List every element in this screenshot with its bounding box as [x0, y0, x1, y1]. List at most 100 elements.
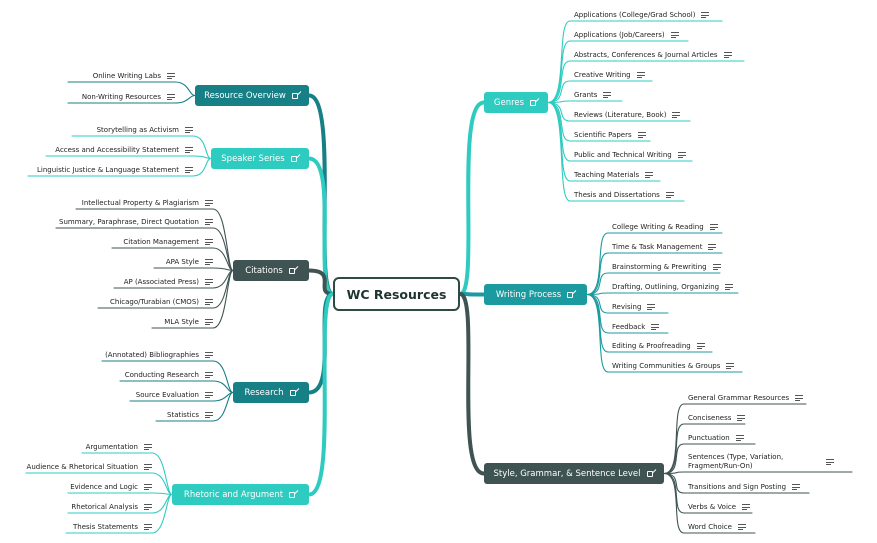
notes-icon[interactable]	[167, 73, 175, 79]
leaf-topic[interactable]: Summary, Paraphrase, Direct Quotation	[59, 216, 219, 228]
leaf-topic[interactable]: Brainstorming & Prewriting	[612, 261, 727, 273]
leaf-topic[interactable]: Reviews (Literature, Book)	[574, 109, 686, 121]
notes-icon[interactable]	[825, 459, 834, 465]
leaf-topic[interactable]: APA Style	[166, 256, 219, 268]
leaf-topic[interactable]: AP (Associated Press)	[124, 276, 219, 288]
leaf-topic[interactable]: Applications (Job/Careers)	[574, 29, 685, 41]
notes-icon[interactable]	[185, 127, 193, 133]
leaf-topic[interactable]: Linguistic Justice & Language Statement	[37, 164, 199, 176]
notes-icon[interactable]	[205, 239, 213, 245]
leaf-topic[interactable]: Intellectual Property & Plagiarism	[82, 197, 219, 209]
branch-style[interactable]: Style, Grammar, & Sentence Level	[484, 463, 664, 484]
leaf-topic[interactable]: Word Choice	[688, 521, 752, 533]
leaf-topic[interactable]: Time & Task Management	[612, 241, 722, 253]
leaf-topic[interactable]: (Annotated) Bibliographies	[105, 349, 219, 361]
leaf-topic[interactable]: Access and Accessibility Statement	[55, 144, 199, 156]
notes-icon[interactable]	[205, 372, 213, 378]
notes-icon[interactable]	[647, 304, 656, 310]
leaf-topic[interactable]: Punctuation	[688, 432, 750, 444]
notes-icon[interactable]	[735, 435, 744, 441]
leaf-topic[interactable]: Conducting Research	[125, 369, 219, 381]
notes-icon[interactable]	[144, 444, 152, 450]
external-link-icon[interactable]	[289, 489, 299, 499]
external-link-icon[interactable]	[288, 265, 299, 275]
notes-icon[interactable]	[726, 363, 735, 369]
branch-resource-overview[interactable]: Resource Overview	[195, 85, 309, 106]
branch-writing-process[interactable]: Writing Process	[484, 284, 587, 305]
leaf-topic[interactable]: Non-Writing Resources	[82, 91, 181, 103]
external-link-icon[interactable]	[646, 468, 656, 478]
notes-icon[interactable]	[723, 52, 732, 58]
notes-icon[interactable]	[167, 94, 175, 100]
notes-icon[interactable]	[672, 112, 681, 118]
leaf-topic[interactable]: Feedback	[612, 321, 665, 333]
leaf-topic[interactable]: Abstracts, Conferences & Journal Article…	[574, 49, 738, 61]
leaf-topic[interactable]: Editing & Proofreading	[612, 340, 711, 352]
leaf-topic[interactable]: Revising	[612, 301, 661, 313]
notes-icon[interactable]	[636, 72, 645, 78]
notes-icon[interactable]	[696, 343, 705, 349]
leaf-topic[interactable]: Writing Communities & Groups	[612, 360, 740, 372]
notes-icon[interactable]	[645, 172, 654, 178]
notes-icon[interactable]	[205, 299, 213, 305]
notes-icon[interactable]	[205, 279, 213, 285]
notes-icon[interactable]	[144, 464, 152, 470]
branch-speaker-series[interactable]: Speaker Series	[211, 148, 309, 169]
leaf-topic[interactable]: Thesis and Dissertations	[574, 189, 680, 201]
notes-icon[interactable]	[651, 324, 660, 330]
leaf-topic[interactable]: Citation Management	[123, 236, 219, 248]
notes-icon[interactable]	[603, 92, 612, 98]
leaf-topic[interactable]: Statistics	[167, 409, 219, 421]
notes-icon[interactable]	[205, 319, 213, 325]
external-link-icon[interactable]	[291, 90, 302, 100]
central-topic[interactable]: WC Resources	[333, 277, 460, 311]
external-link-icon[interactable]	[290, 153, 301, 163]
leaf-topic[interactable]: Creative Writing	[574, 69, 651, 81]
leaf-topic[interactable]: Verbs & Voice	[688, 501, 756, 513]
notes-icon[interactable]	[205, 352, 213, 358]
leaf-topic[interactable]: General Grammar Resources	[688, 392, 809, 404]
leaf-topic[interactable]: MLA Style	[164, 316, 219, 328]
notes-icon[interactable]	[205, 412, 213, 418]
leaf-topic[interactable]: Online Writing Labs	[93, 70, 181, 82]
notes-icon[interactable]	[144, 484, 152, 490]
notes-icon[interactable]	[742, 504, 751, 510]
leaf-topic[interactable]: Audience & Rhetorical Situation	[27, 461, 158, 473]
notes-icon[interactable]	[795, 395, 804, 401]
leaf-topic[interactable]: Grants	[574, 89, 617, 101]
leaf-topic[interactable]: Argumentation	[86, 441, 158, 453]
branch-citations[interactable]: Citations	[233, 260, 309, 281]
leaf-topic[interactable]: Storytelling as Activism	[97, 124, 199, 136]
leaf-topic[interactable]: Public and Technical Writing	[574, 149, 692, 161]
leaf-topic[interactable]: Chicago/Turabian (CMOS)	[110, 296, 219, 308]
leaf-topic[interactable]: Transitions and Sign Posting	[688, 481, 806, 493]
notes-icon[interactable]	[708, 244, 717, 250]
notes-icon[interactable]	[670, 32, 679, 38]
leaf-topic[interactable]: Teaching Materials	[574, 169, 659, 181]
notes-icon[interactable]	[709, 224, 718, 230]
notes-icon[interactable]	[205, 219, 213, 225]
notes-icon[interactable]	[144, 504, 152, 510]
notes-icon[interactable]	[185, 167, 193, 173]
branch-research[interactable]: Research	[233, 382, 309, 403]
notes-icon[interactable]	[205, 259, 213, 265]
leaf-topic[interactable]: Rhetorical Analysis	[71, 501, 158, 513]
notes-icon[interactable]	[677, 152, 686, 158]
leaf-topic[interactable]: Thesis Statements	[73, 521, 158, 533]
notes-icon[interactable]	[701, 12, 710, 18]
notes-icon[interactable]	[792, 484, 801, 490]
leaf-topic[interactable]: Conciseness	[688, 412, 751, 424]
notes-icon[interactable]	[205, 200, 213, 206]
external-link-icon[interactable]	[530, 97, 540, 107]
branch-genres[interactable]: Genres	[484, 92, 548, 113]
leaf-topic[interactable]: Scientific Papers	[574, 129, 652, 141]
notes-icon[interactable]	[637, 132, 646, 138]
notes-icon[interactable]	[725, 284, 734, 290]
external-link-icon[interactable]	[289, 387, 299, 397]
notes-icon[interactable]	[185, 147, 193, 153]
notes-icon[interactable]	[205, 392, 213, 398]
leaf-topic[interactable]: Drafting, Outlining, Organizing	[612, 281, 739, 293]
leaf-topic[interactable]: College Writing & Reading	[612, 221, 724, 233]
notes-icon[interactable]	[737, 524, 746, 530]
external-link-icon[interactable]	[567, 289, 577, 299]
